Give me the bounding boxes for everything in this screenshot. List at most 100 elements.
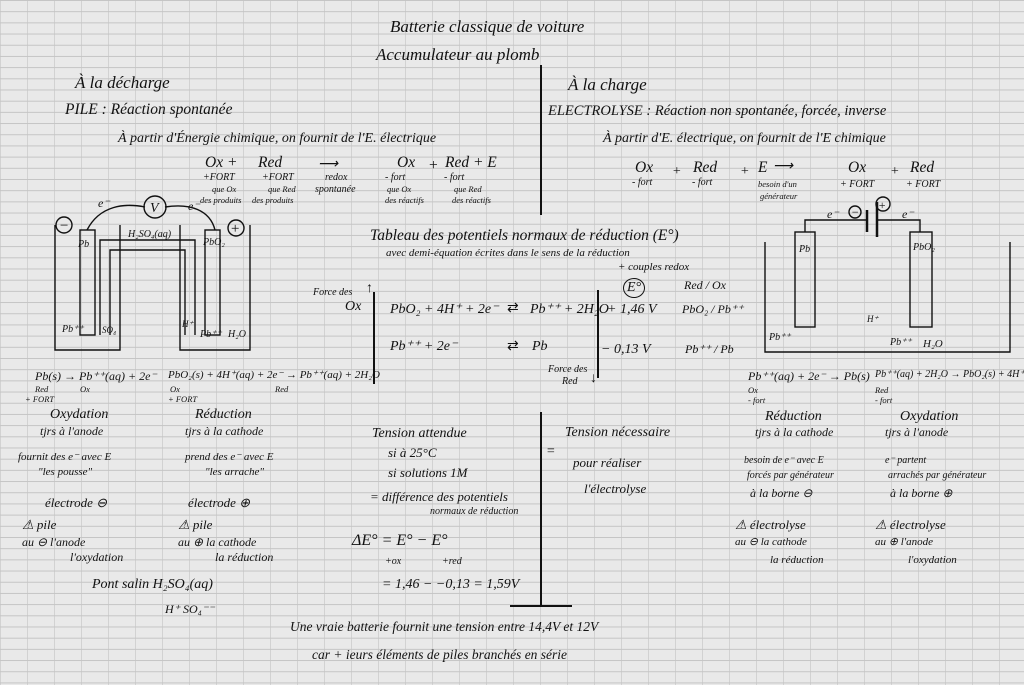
electrolyte-label: H₂SO₄(aq) xyxy=(127,229,172,240)
eq-label: besoin d'un xyxy=(758,179,797,189)
row-potential: + 1,46 V xyxy=(607,302,657,317)
eq-label: spontanée xyxy=(315,184,356,195)
force-red-label: Red xyxy=(562,376,578,387)
warning-note: au ⊖ l'anode xyxy=(22,535,86,549)
delta-e-formula: ΔE° = E° − E° xyxy=(352,532,448,549)
equilibrium-arrow: ⇄ xyxy=(507,339,519,354)
cathode-role: forcés par générateur xyxy=(747,470,834,481)
eq-label: - fort xyxy=(692,177,713,188)
plus-terminal: + xyxy=(878,198,886,212)
ion-label: H⁺ xyxy=(866,314,879,324)
label: Red xyxy=(275,384,289,394)
discharge-desc: À partir d'Énergie chimique, on fournit … xyxy=(118,131,437,146)
anode-equation: Pb(s) → Pb⁺⁺(aq) + 2e⁻ xyxy=(35,369,157,383)
row-potential: − 0,13 V xyxy=(601,342,651,357)
voltmeter xyxy=(143,195,167,219)
ion-label: H⁺ xyxy=(181,319,194,329)
arrow-down xyxy=(597,290,599,378)
anode-where: tjrs à l'anode xyxy=(40,424,104,438)
arrow-down-icon: ↓ xyxy=(590,371,597,386)
warning-note: ⚠ électrolyse xyxy=(735,517,806,532)
eq-red2: Red + E xyxy=(445,154,497,171)
ion-label: Pb⁺⁺ xyxy=(768,332,791,343)
formula-subscript: +ox xyxy=(385,556,402,567)
divider xyxy=(540,65,542,215)
voltmeter-label: V xyxy=(150,201,160,216)
label: Ox xyxy=(170,384,180,394)
anode-role: e⁻ partent xyxy=(885,455,927,466)
eq-ox2: Ox xyxy=(397,154,416,171)
row-couple: PbO₂ / Pb⁺⁺ xyxy=(682,302,744,316)
label: Red xyxy=(35,384,49,394)
warning-note: ⚠ pile xyxy=(22,517,57,532)
cathode-equation: PbO₂(s) + 4H⁺(aq) + 2e⁻ → Pb⁺⁺(aq) + 2H₂… xyxy=(168,369,380,381)
eq-label: des produits xyxy=(200,195,242,205)
cathode-role: "les arrache" xyxy=(205,466,265,478)
ion-label: H₂O xyxy=(922,338,943,350)
eq-label: que Ox xyxy=(212,184,237,194)
discharge-type: PILE : Réaction spontanée xyxy=(65,101,233,118)
force-ox-label: Ox xyxy=(345,299,362,314)
ion-label: Pb⁺⁺ xyxy=(889,337,912,348)
eq-label: redox xyxy=(325,172,348,183)
eq-label: générateur xyxy=(760,191,798,201)
beaker-left xyxy=(54,225,121,351)
salt-bridge xyxy=(99,239,196,335)
row-right: Pb xyxy=(532,339,548,354)
eq-red2: Red xyxy=(910,159,935,176)
cathode-where: tjrs à la cathode xyxy=(755,425,834,439)
eq-label: que Ox xyxy=(387,184,412,194)
beaker xyxy=(764,242,1011,353)
tension-needed: pour réaliser xyxy=(573,455,642,470)
eq-label: des réactifs xyxy=(385,195,424,205)
wire xyxy=(86,204,216,231)
anode-role: fournit des e⁻ avec E xyxy=(18,451,112,463)
eq-label: +FORT xyxy=(262,172,294,183)
cathode-name: Réduction xyxy=(765,409,822,424)
warning-note: l'oxydation xyxy=(70,550,124,564)
minus-terminal: − xyxy=(59,218,69,234)
table-subtitle: avec demi-équation écrites dans le sens … xyxy=(386,247,630,259)
ion-label: Pb⁺⁺ xyxy=(61,324,84,335)
force-ox-label: Force des xyxy=(313,287,353,298)
ion-label: H₂O xyxy=(227,329,246,340)
plus-terminal: + xyxy=(230,221,240,237)
force-red-label: Force des xyxy=(548,364,588,375)
eq-label: que Red xyxy=(268,184,296,194)
pbo2-electrode xyxy=(204,229,221,336)
eq-label: - fort xyxy=(444,172,465,183)
tension-title: Tension attendue xyxy=(372,426,467,441)
table-title: Tableau des potentiels normaux de réduct… xyxy=(370,227,679,244)
column-header-e: E° xyxy=(623,278,646,298)
ions-label: H⁺ SO₄⁻⁻ xyxy=(165,602,215,616)
anode-name: Oxydation xyxy=(900,409,959,424)
anode-role: arrachés par générateur xyxy=(888,470,987,481)
electron-label: e⁻ xyxy=(902,207,915,221)
eq-label: des réactifs xyxy=(452,195,491,205)
tension-needed: Tension nécessaire xyxy=(565,425,671,440)
cathode-where: tjrs à la cathode xyxy=(185,424,264,438)
generator xyxy=(865,202,879,237)
formula-subscript: +red xyxy=(442,556,462,567)
label: Red xyxy=(875,385,889,395)
eq-ox: Ox xyxy=(635,159,654,176)
anode-name: Oxydation xyxy=(50,407,109,422)
divider xyxy=(540,412,542,605)
cathode-role: prend des e⁻ avec E xyxy=(185,451,274,463)
label: Ox xyxy=(80,384,90,394)
electron-label: e⁻ xyxy=(827,207,840,221)
warning-note: au ⊖ la cathode xyxy=(735,536,807,548)
eq-label: - fort xyxy=(385,172,406,183)
electrolysis-diagram: − + e⁻ e⁻ Pb PbO₂ H⁺ Pb⁺⁺ Pb⁺⁺ H₂O xyxy=(764,196,1011,353)
eq-energy: E xyxy=(758,159,768,176)
eq-plus: + xyxy=(890,164,900,179)
eq-label: + FORT xyxy=(840,179,875,190)
warning-note: ⚠ pile xyxy=(178,517,213,532)
anode-role: "les pousse" xyxy=(38,466,93,478)
anode-electrode: électrode ⊖ xyxy=(45,495,108,510)
arrow-up-icon: ↑ xyxy=(366,281,373,296)
difference-label: normaux de réduction xyxy=(430,506,519,517)
cathode-role: à la borne ⊖ xyxy=(750,486,813,500)
charge-desc: À partir d'E. électrique, on fournit de … xyxy=(603,131,886,146)
cathode-electrode: électrode ⊕ xyxy=(188,495,251,510)
